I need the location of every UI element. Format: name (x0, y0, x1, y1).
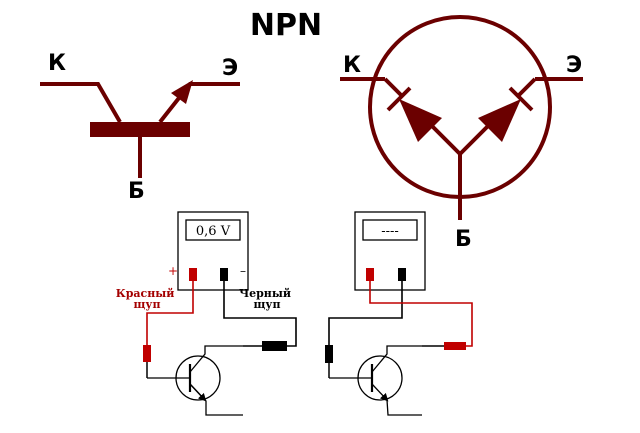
red-probe-label-line1: Красный (116, 287, 175, 300)
transistor-under-test-right (329, 345, 422, 416)
red-probe-label: Красный щуп (116, 287, 179, 311)
collector-lead (40, 82, 122, 124)
black-wire-left (223, 281, 297, 347)
meter-display-right (362, 219, 418, 241)
multimeter-right: ---- (325, 211, 473, 416)
two-diode-equivalent: К Э Б (340, 15, 583, 252)
right-diode-icon (478, 99, 521, 142)
left-diode-wire-top (383, 77, 404, 98)
left-diode-cathode (386, 86, 412, 112)
right-diode-cathode (508, 86, 534, 112)
left-diode-wire-bottom (430, 124, 462, 156)
right-diode-wire-top (516, 77, 537, 98)
transistor-emitter-arrow-left (189, 383, 207, 402)
base-bar (90, 122, 190, 137)
meter-display-left (185, 219, 241, 241)
transistor-collector-lead-right (371, 345, 422, 373)
multimeter-left: 0,6 V + – Красный щуп Черный щуп (116, 211, 297, 416)
meter-reading-right: ---- (381, 224, 399, 239)
left-diode-icon (399, 99, 442, 142)
black-probe-right (325, 345, 333, 363)
red-jack-right (366, 268, 374, 281)
red-wire-right (369, 281, 473, 347)
red-probe-label-line2: щуп (134, 298, 161, 311)
black-jack-right (398, 268, 406, 281)
minus-sign: – (240, 264, 246, 278)
emitter-lead (158, 82, 240, 124)
black-probe-label-line1: Черный (239, 287, 291, 300)
base-label-left: Б (128, 179, 145, 204)
black-probe-label-line2: щуп (254, 298, 281, 311)
transistor-emitter-arrow-right (371, 383, 389, 402)
red-probe-right (444, 342, 466, 350)
red-wire-left (146, 281, 194, 345)
black-probe-left (262, 341, 287, 351)
black-jack-left (220, 268, 228, 281)
right-diode-wire-bottom (458, 124, 490, 156)
black-probe-label: Черный щуп (239, 287, 295, 311)
collector-label-right: К (343, 53, 361, 78)
red-probe-left (143, 345, 151, 362)
npn-transistor-symbol: К Э Б (40, 51, 240, 204)
transistor-collector-lead-left (189, 345, 243, 373)
emitter-arrow-icon (171, 80, 193, 104)
plus-sign: + (168, 264, 178, 278)
red-jack-left (189, 268, 197, 281)
transistor-under-test-left (147, 345, 243, 416)
emitter-label-right: Э (566, 53, 582, 78)
diagram-title: NPN (250, 8, 322, 43)
emitter-label-left: Э (222, 56, 238, 81)
black-wire-right (328, 281, 403, 345)
base-label-right: Б (455, 227, 472, 252)
collector-label-left: К (48, 51, 66, 76)
transistor-emitter-lead-right (386, 399, 422, 416)
meter-reading-left: 0,6 V (196, 224, 231, 239)
